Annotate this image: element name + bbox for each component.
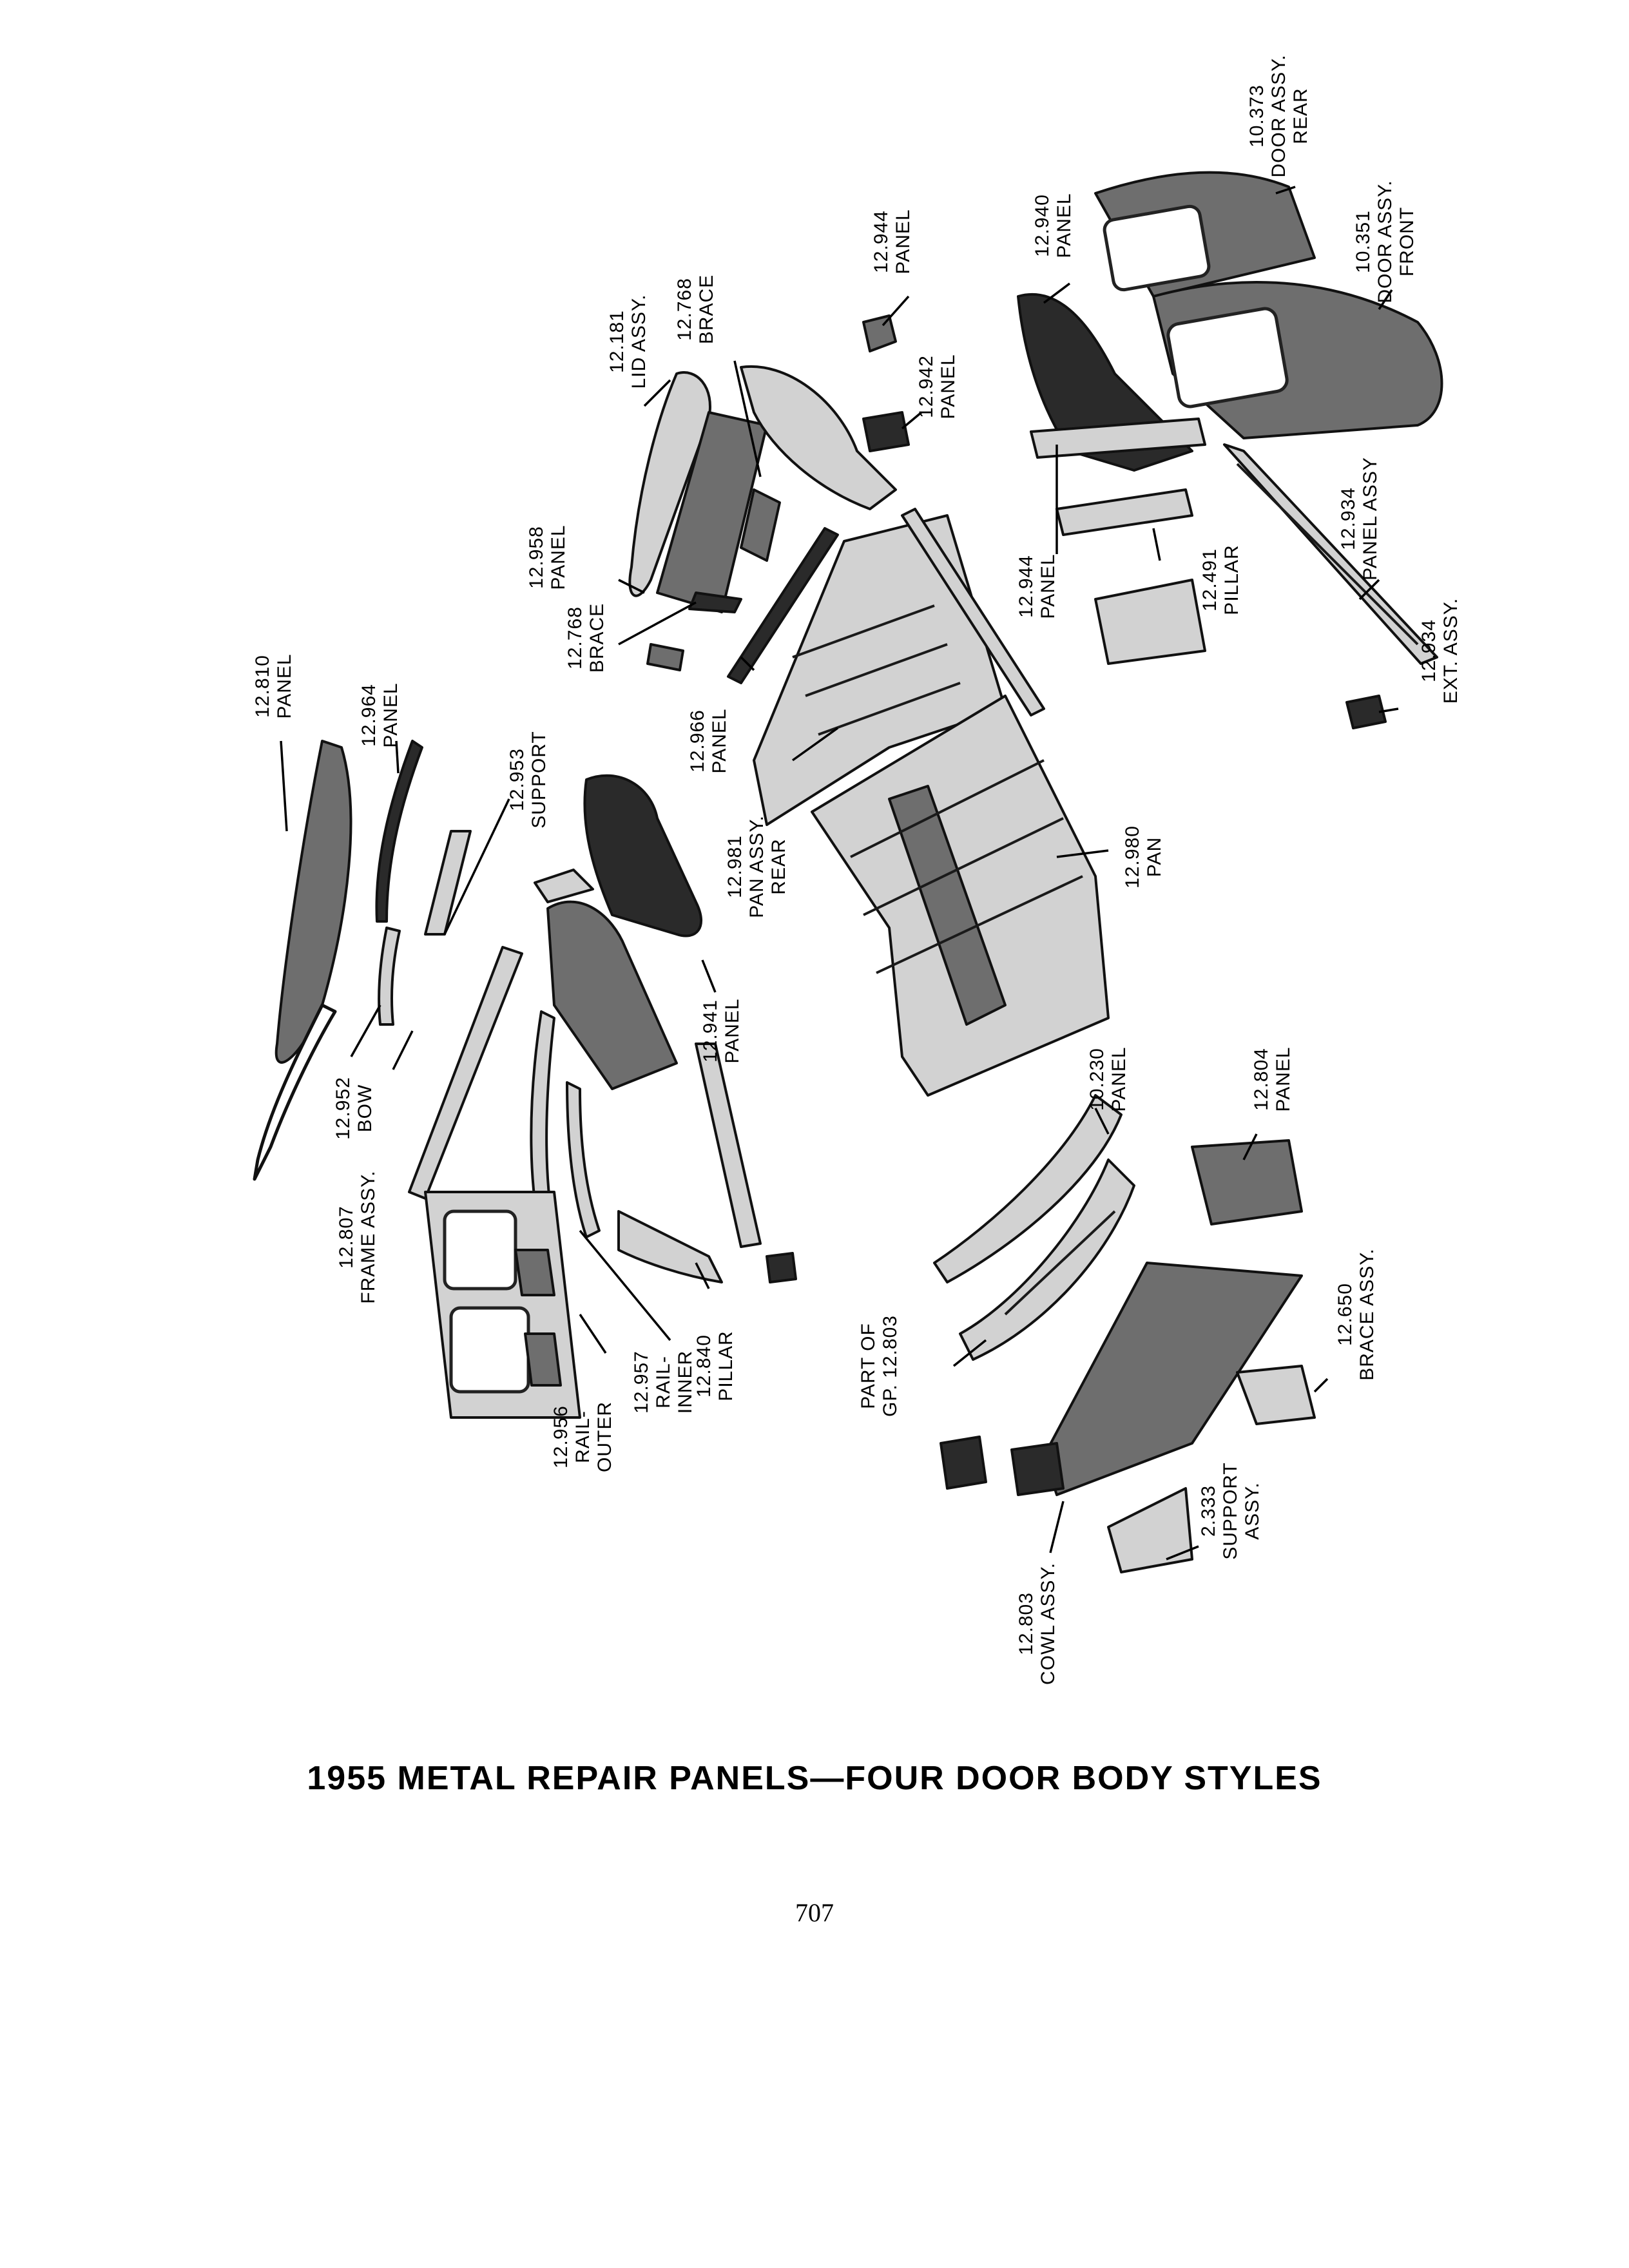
cowl-assy-12-803	[940, 1262, 1303, 1496]
pillar-12-840	[617, 1210, 797, 1283]
dash-panel-10-230	[933, 1094, 1123, 1283]
panel-12-966	[727, 365, 897, 684]
support-assy-2-333	[1107, 1487, 1193, 1573]
rear-door-10-373	[1094, 171, 1316, 298]
bow-12-964	[375, 740, 423, 923]
support-12-953	[378, 830, 472, 1026]
quarter-panel-12-941	[534, 774, 703, 1090]
pillar-12-491	[1055, 488, 1206, 665]
cowl-part-gp-12-803	[959, 1158, 1135, 1361]
roof-panel-12-810	[253, 740, 352, 1181]
rocker-panel-assy-12-934	[1223, 443, 1438, 665]
leader-lines	[280, 186, 1399, 1561]
brace-assy-12-650	[1236, 1365, 1316, 1425]
floor-pan-12-980	[811, 508, 1110, 1097]
figure-caption: 1955 METAL REPAIR PANELS—FOUR DOOR BODY …	[307, 1760, 1322, 1797]
ext-assy-12-934	[1345, 695, 1387, 729]
small-panel-12-942	[862, 411, 910, 452]
front-door-10-351	[1152, 280, 1443, 439]
brace-12-768	[646, 488, 781, 671]
page-number: 707	[795, 1898, 834, 1927]
small-panel-12-944-top	[862, 314, 897, 352]
panel-12-944-mid	[1030, 418, 1206, 459]
side-frame-12-807	[424, 1191, 581, 1419]
pan-assy-rear-12-981	[753, 514, 1007, 826]
panel-12-804	[1191, 1139, 1303, 1225]
frame-assy-12-807	[408, 946, 523, 1200]
